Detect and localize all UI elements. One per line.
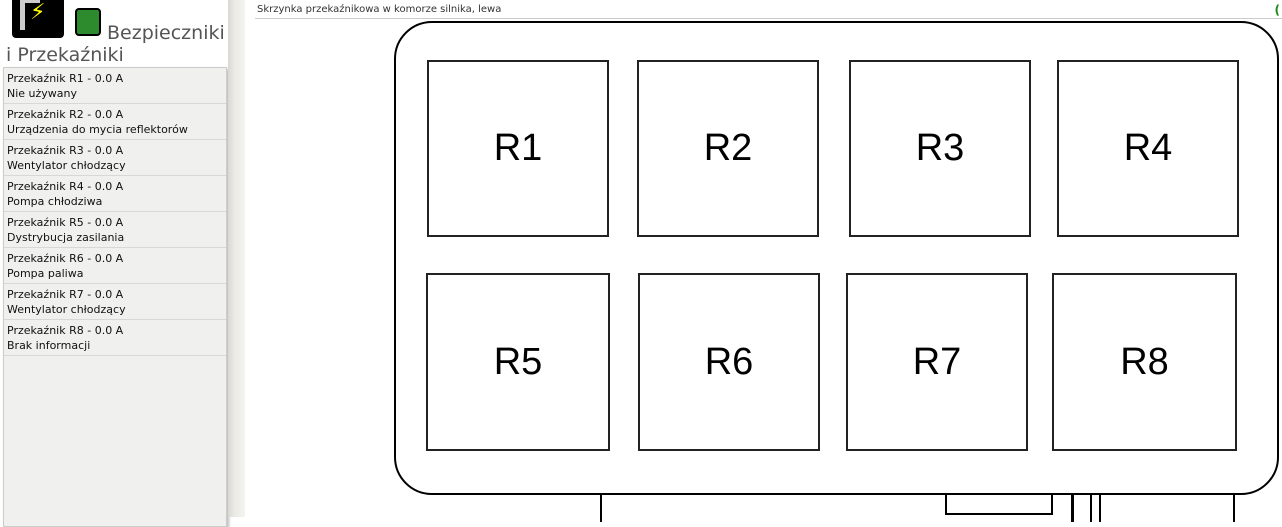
header-divider: [255, 18, 1282, 19]
relay-desc: Brak informacji: [7, 339, 91, 352]
relay-r8[interactable]: R8: [1052, 273, 1237, 451]
relay-r7[interactable]: R7: [846, 273, 1028, 451]
connector: [1072, 492, 1092, 522]
relay-r6[interactable]: R6: [638, 273, 820, 451]
connector: [945, 492, 1053, 515]
relay-r1[interactable]: R1: [427, 60, 609, 237]
relay-list: Przekaźnik R1 - 0.0 A Nie używany Przekaź…: [3, 67, 227, 527]
list-item-r3[interactable]: Przekaźnik R3 - 0.0 A Wentylator chłodząc…: [4, 140, 226, 176]
relay-label: Przekaźnik R1 - 0.0 A: [7, 72, 124, 85]
relay-label: Przekaźnik R5 - 0.0 A: [7, 216, 124, 229]
relay-desc: Pompa chłodziwa: [7, 195, 103, 208]
relay-label: Przekaźnik R7 - 0.0 A: [7, 288, 124, 301]
sidebar-divider: [228, 0, 245, 517]
relay-desc: Wentylator chłodzący: [7, 303, 126, 316]
relay-r3[interactable]: R3: [849, 60, 1031, 237]
relay-r5[interactable]: R5: [426, 273, 610, 451]
list-item-r8[interactable]: Przekaźnik R8 - 0.0 A Brak informacji: [4, 320, 226, 356]
list-item-r6[interactable]: Przekaźnik R6 - 0.0 A Pompa paliwa: [4, 248, 226, 284]
list-item-r4[interactable]: Przekaźnik R4 - 0.0 A Pompa chłodziwa: [4, 176, 226, 212]
refresh-icon[interactable]: (: [1274, 3, 1280, 17]
relay-desc: Dystrybucja zasilania: [7, 231, 125, 244]
list-item-r5[interactable]: Przekaźnik R5 - 0.0 A Dystrybucja zasilan…: [4, 212, 226, 248]
diagram-title: Skrzynka przekaźnikowa w komorze silnika…: [257, 4, 502, 15]
connector: [1099, 492, 1235, 522]
relay-app-logo-icon: ⚡: [12, 0, 64, 38]
list-item-r1[interactable]: Przekaźnik R1 - 0.0 A Nie używany: [4, 68, 226, 104]
main-panel: Skrzynka przekaźnikowa w komorze silnika…: [245, 0, 1282, 522]
list-item-r2[interactable]: Przekaźnik R2 - 0.0 A Urządzenia do mycia…: [4, 104, 226, 140]
relay-label: Przekaźnik R3 - 0.0 A: [7, 144, 124, 157]
relay-r4[interactable]: R4: [1057, 60, 1239, 237]
relay-label: Przekaźnik R8 - 0.0 A: [7, 324, 124, 337]
relay-label: Przekaźnik R2 - 0.0 A: [7, 108, 124, 121]
fuse-icon: [75, 8, 101, 36]
relay-desc: Urządzenia do mycia reflektorów: [7, 123, 188, 136]
relay-r2[interactable]: R2: [637, 60, 819, 237]
relay-desc: Wentylator chłodzący: [7, 159, 126, 172]
relay-label: Przekaźnik R4 - 0.0 A: [7, 180, 124, 193]
sidebar: ⚡ Bezpieczniki i Przekaźniki Przekaźnik …: [0, 0, 245, 527]
list-item-r7[interactable]: Przekaźnik R7 - 0.0 A Wentylator chłodząc…: [4, 284, 226, 320]
relay-desc: Nie używany: [7, 87, 78, 100]
relay-desc: Pompa paliwa: [7, 267, 84, 280]
page-title: Bezpieczniki i Przekaźniki: [6, 22, 225, 66]
relay-label: Przekaźnik R6 - 0.0 A: [7, 252, 124, 265]
